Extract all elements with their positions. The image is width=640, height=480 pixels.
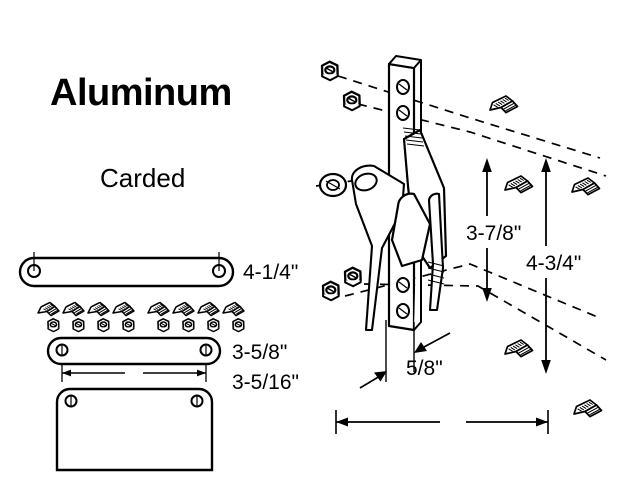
heading-packaging: Carded xyxy=(100,163,186,193)
dimension-3-7-8 xyxy=(482,158,492,302)
bar-top xyxy=(18,252,235,288)
hex-nut-upper-group xyxy=(320,60,361,112)
dimension-label-latch-inner-height: 3-7/8" xyxy=(466,222,522,245)
bar-dimension-line xyxy=(61,364,207,382)
dimension-label-latch-depth: 5/8" xyxy=(406,357,443,380)
heading-material: Aluminum xyxy=(50,72,232,114)
carded-bars-group xyxy=(18,252,245,472)
assembly-dashed-lines xyxy=(315,75,607,361)
dimension-5-8 xyxy=(359,320,451,389)
washer-icon xyxy=(318,172,348,198)
dimension-label-latch-outer-height: 4-3/4" xyxy=(526,252,582,275)
dimension-4-3-4 xyxy=(541,158,551,374)
nuts-row xyxy=(47,317,245,333)
bar-bottom xyxy=(55,387,214,472)
bar-middle xyxy=(46,336,222,366)
dimension-label-bar-middle: 3-5/8" xyxy=(232,341,288,364)
dimension-label-bar-bottom: 3-5/16" xyxy=(232,371,299,394)
latch-handle-icon xyxy=(390,127,448,312)
hex-nut-lower-group xyxy=(321,266,362,302)
dimension-bottom-line xyxy=(335,410,549,434)
dimension-label-bar-top: 4-1/4" xyxy=(243,261,299,284)
latch-assembly-group xyxy=(315,55,607,434)
screws-row xyxy=(37,301,245,317)
latch-lever-icon xyxy=(350,164,406,332)
